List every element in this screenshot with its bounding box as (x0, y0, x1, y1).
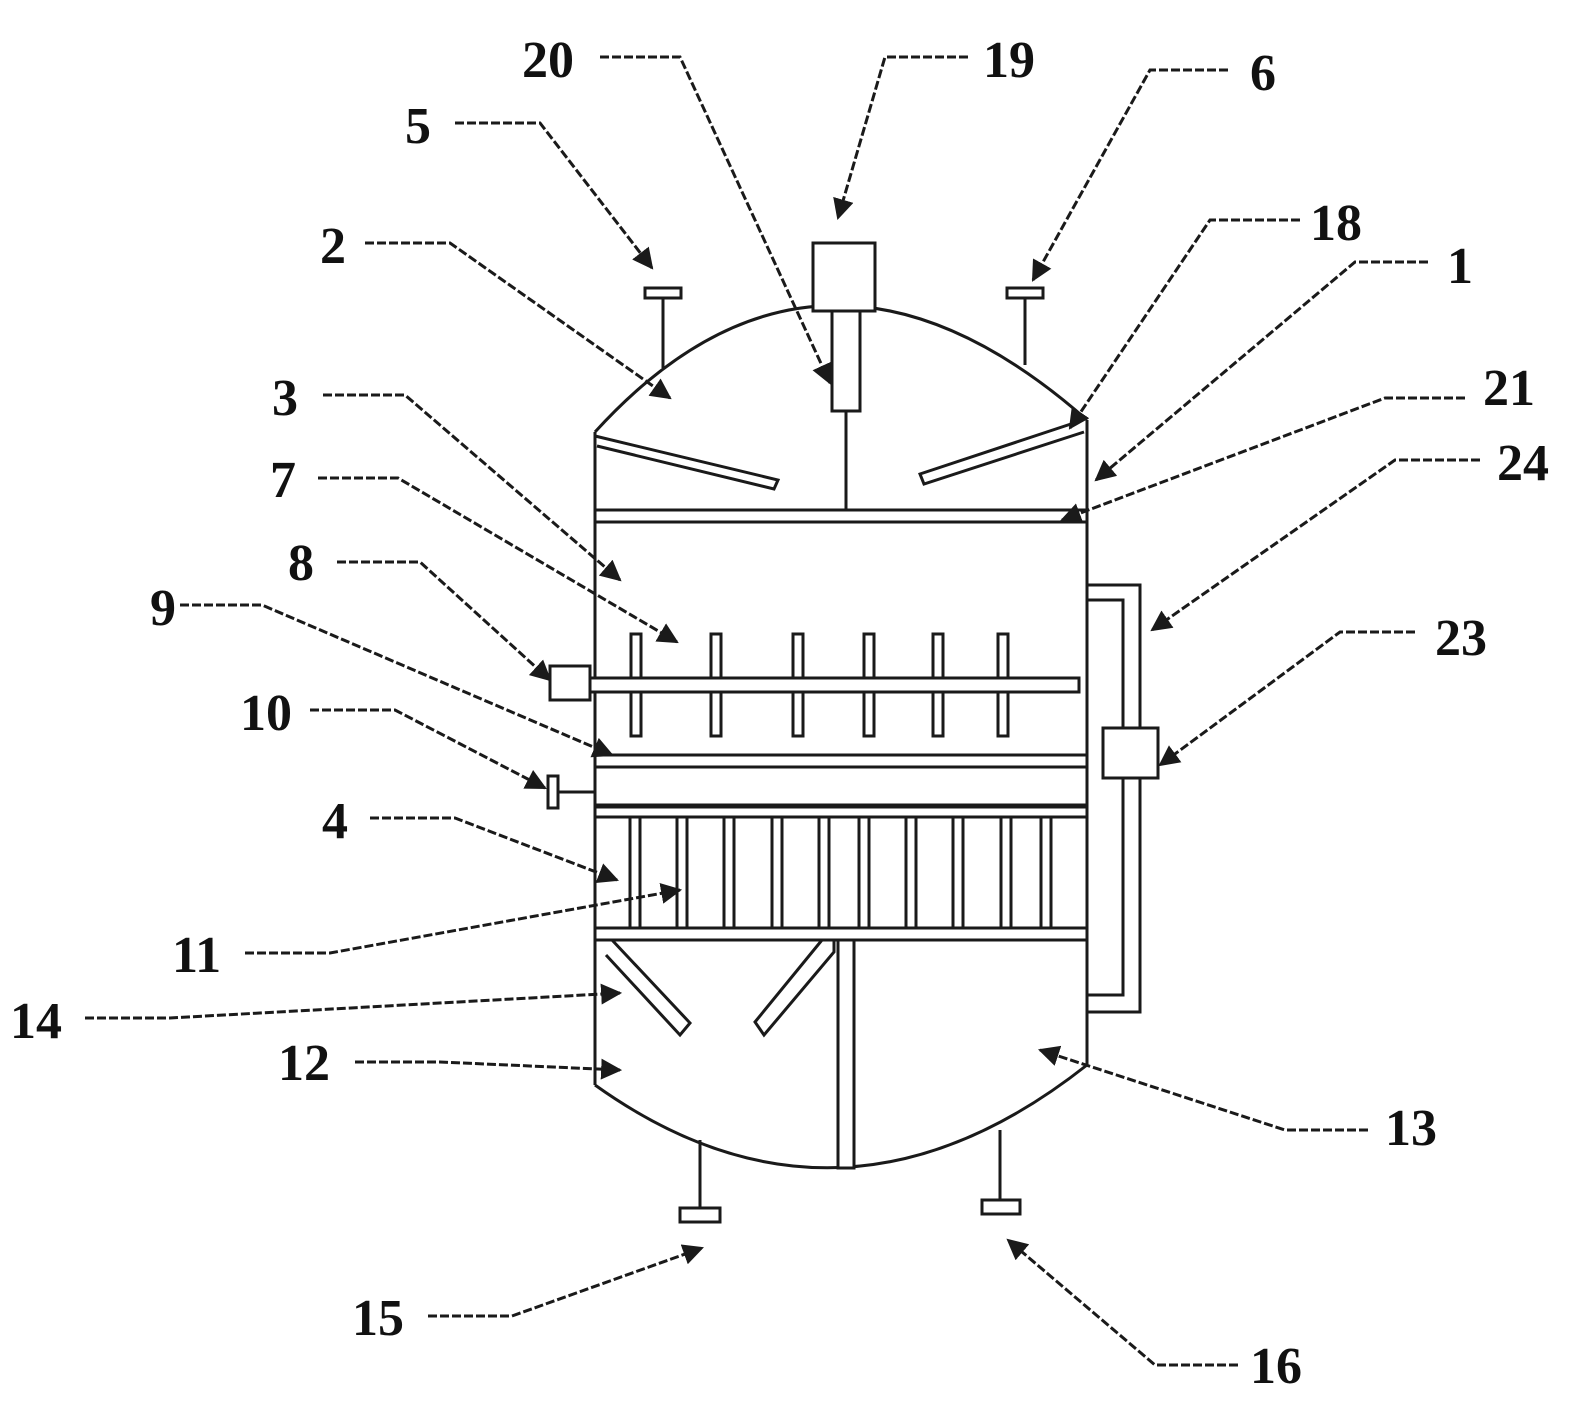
label-6: 6 (1250, 45, 1276, 102)
leader-lines (85, 55, 1480, 1367)
leader-12 (355, 1058, 623, 1080)
coupling (830, 309, 862, 413)
label-21: 21 (1483, 360, 1535, 417)
leader-11 (245, 883, 683, 955)
label-9: 9 (150, 580, 176, 637)
leader-24 (1150, 458, 1480, 632)
leader-15 (428, 1244, 704, 1318)
spray-plate-right (918, 418, 1085, 486)
leader-19 (833, 55, 968, 221)
label-19: 19 (983, 32, 1035, 89)
label-11: 11 (172, 927, 221, 984)
leader-20 (600, 55, 832, 385)
label-23: 23 (1435, 610, 1487, 667)
labels: 20 19 6 5 18 2 1 21 3 24 7 8 9 23 10 4 1… (10, 32, 1549, 1395)
inlet-pipe-right (1005, 286, 1045, 365)
stirring-shaft (588, 676, 1081, 694)
circulation-pump (1101, 726, 1160, 780)
label-2: 2 (320, 218, 346, 275)
motor (811, 241, 877, 313)
baffle-left (604, 938, 693, 1038)
leader-4 (370, 816, 619, 884)
filter-plate (593, 753, 1089, 769)
label-18: 18 (1310, 195, 1362, 252)
label-5: 5 (405, 98, 431, 155)
leader-23 (1158, 630, 1415, 767)
inlet-pipe-left (643, 286, 683, 368)
stirring-blades (629, 632, 1010, 738)
leader-2 (365, 241, 672, 400)
leader-16 (1006, 1238, 1238, 1367)
label-8: 8 (288, 535, 314, 592)
spray-plate-left (594, 434, 781, 491)
tube-sheet-bottom (593, 926, 1089, 942)
label-13: 13 (1385, 1100, 1437, 1157)
label-16: 16 (1250, 1338, 1302, 1395)
label-14: 14 (10, 993, 62, 1050)
separator-plate-top (593, 508, 1089, 524)
drain-valve-flange (546, 774, 560, 810)
baffle-center (753, 939, 836, 1038)
outlet-pipe-left (678, 1140, 722, 1224)
leader-13 (1038, 1045, 1368, 1132)
label-4: 4 (322, 793, 348, 850)
leader-18 (1068, 218, 1300, 430)
circulation-pipe-outer (1087, 583, 1142, 1014)
leader-10 (310, 708, 547, 790)
label-7: 7 (270, 452, 296, 509)
label-20: 20 (522, 32, 574, 89)
leader-6 (1031, 68, 1228, 282)
side-motor (548, 664, 592, 702)
leader-3 (323, 393, 622, 582)
leader-9 (180, 603, 614, 758)
leader-5 (455, 121, 654, 270)
central-pipe (836, 938, 856, 1170)
leader-1 (1094, 260, 1428, 482)
leader-8 (337, 560, 552, 682)
leader-7 (318, 476, 679, 644)
leader-21 (1060, 396, 1465, 524)
label-1: 1 (1447, 238, 1473, 295)
label-3: 3 (272, 370, 298, 427)
label-10: 10 (240, 685, 292, 742)
circulation-pipe-inner (1087, 598, 1125, 997)
label-15: 15 (352, 1290, 404, 1347)
label-24: 24 (1497, 435, 1549, 492)
label-12: 12 (278, 1035, 330, 1092)
tube-bundle (628, 815, 1053, 930)
tube-sheet-top (593, 805, 1089, 819)
leader-14 (85, 983, 623, 1020)
outlet-pipe-right (980, 1130, 1022, 1216)
